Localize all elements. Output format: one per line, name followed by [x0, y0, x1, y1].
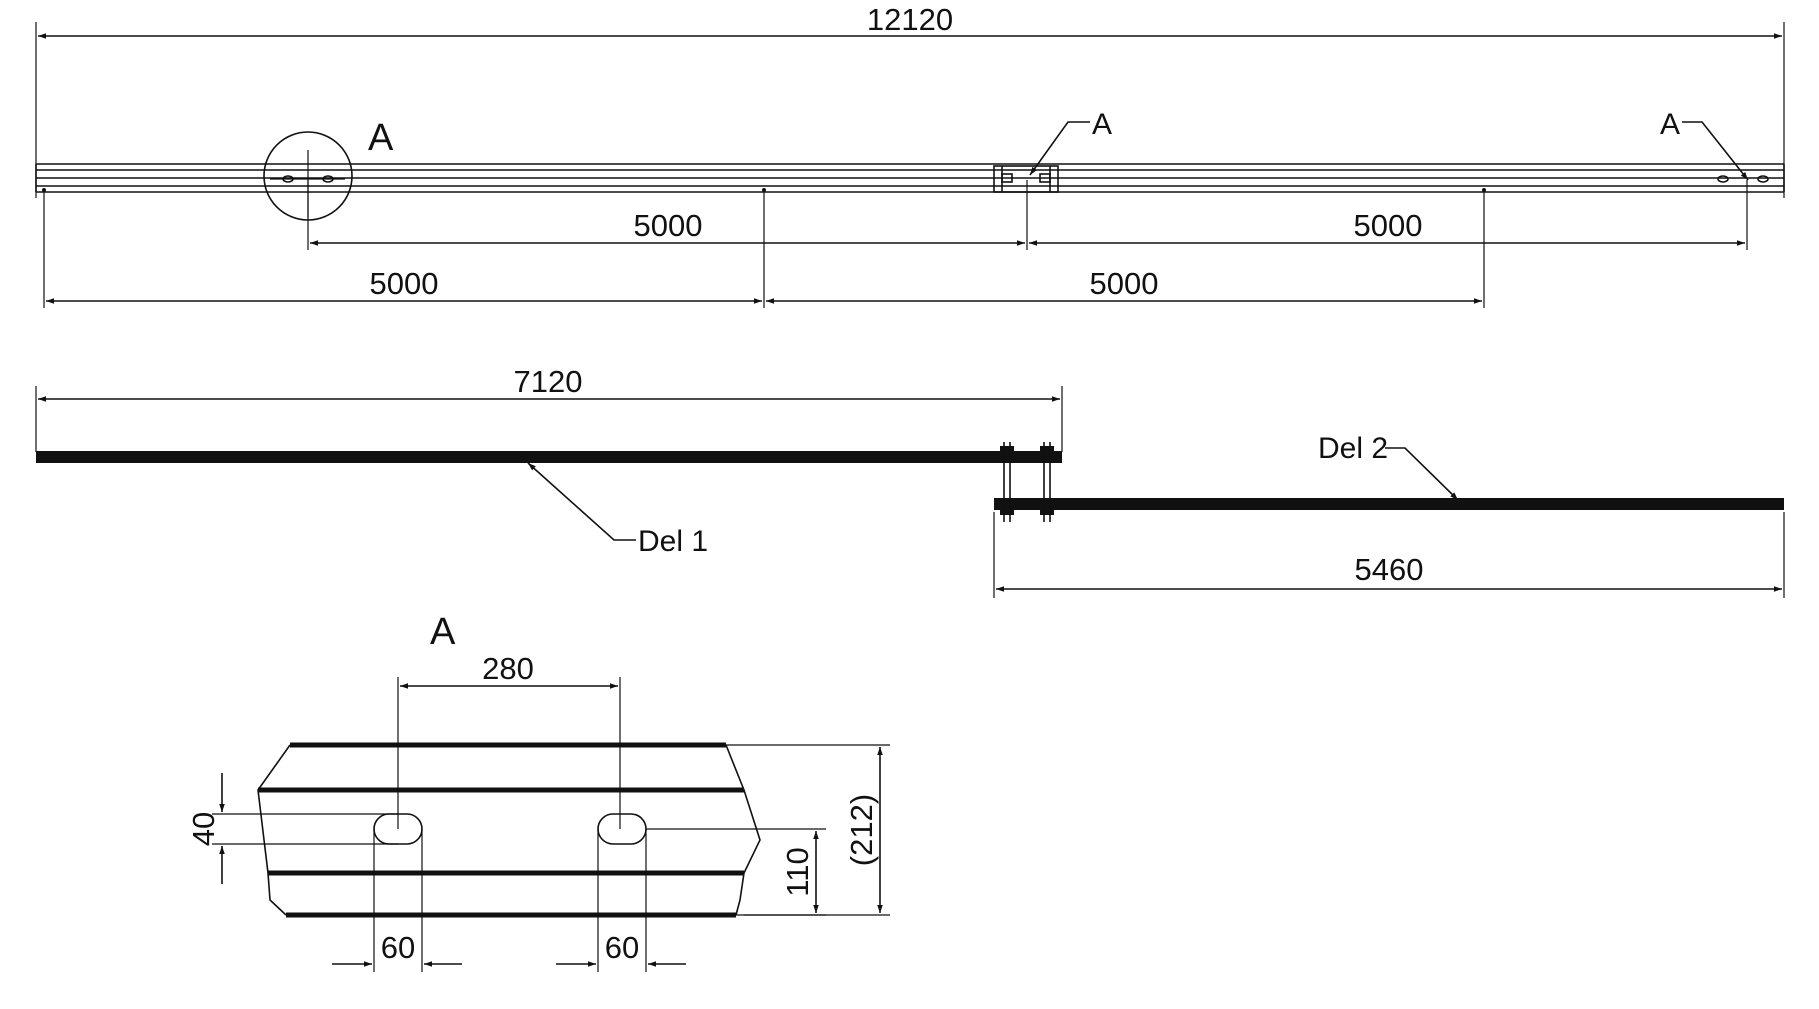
detail-a: A 280 40 110 (212) [186, 611, 890, 972]
splice-bolts [1000, 442, 1054, 522]
rail-top-view [35, 163, 1785, 193]
part1-length-label: 7120 [514, 364, 583, 399]
hole-spacing-label: 280 [482, 651, 534, 686]
slot-hole [597, 813, 647, 845]
lower-spacing-right: 5000 [1090, 266, 1159, 301]
upper-spacing-right: 5000 [1354, 208, 1423, 243]
upper-spacing-left: 5000 [634, 208, 703, 243]
detail-mark: A [368, 117, 394, 159]
part2-bar [994, 498, 1784, 510]
overall-length-label: 12120 [867, 2, 953, 37]
callout-middle: A [1092, 108, 1112, 141]
lower-spacing-left: 5000 [370, 266, 439, 301]
hole [1757, 175, 1769, 183]
part1-label: Del 1 [638, 525, 708, 558]
slot-width-right-label: 60 [605, 930, 639, 965]
bolt [1001, 173, 1013, 183]
slot-width-left-label: 60 [381, 930, 415, 965]
callout-right: A [1660, 108, 1680, 141]
slot-offset-label: 110 [780, 847, 815, 896]
bolt [1039, 173, 1051, 183]
top-view: 12120 A A [35, 2, 1785, 308]
slot-height-label: 40 [186, 812, 221, 846]
side-view: 7120 Del 1 Del 2 5460 [35, 364, 1785, 598]
hole [1717, 175, 1729, 183]
part1-bar [36, 451, 1062, 463]
detail-a-title: A [430, 611, 456, 653]
profile-height-label: (212) [844, 794, 879, 866]
part2-length-label: 5460 [1355, 552, 1424, 587]
part2-label: Del 2 [1318, 432, 1388, 465]
